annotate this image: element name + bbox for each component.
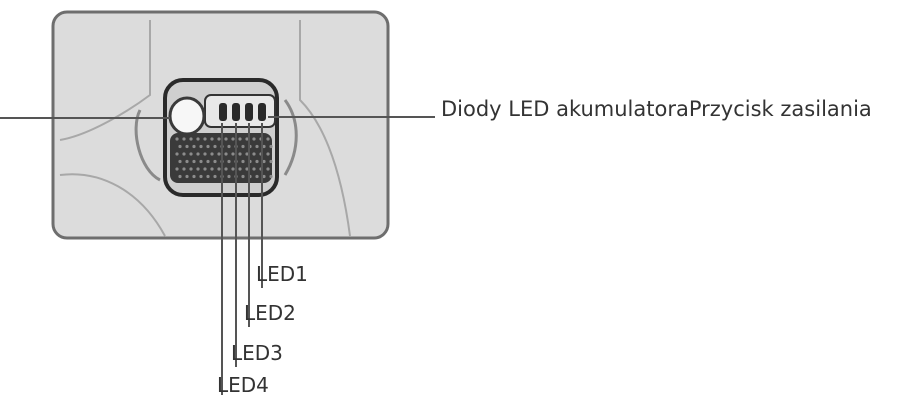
grille-dot [252, 137, 255, 140]
led-bar-4 [219, 103, 227, 121]
grille-dot [210, 167, 213, 170]
grille-dot [203, 152, 206, 155]
battery-leds-label: Diody LED akumulatora [441, 97, 689, 121]
grille-dot [210, 137, 213, 140]
grille-dot [227, 145, 230, 148]
grille-dot [178, 160, 181, 163]
grille-dot [196, 167, 199, 170]
led-bar-3 [232, 103, 240, 121]
grille-dot [266, 137, 269, 140]
grille-dot [206, 145, 209, 148]
grille-dot [210, 152, 213, 155]
grille-dot [175, 152, 178, 155]
led2-label: LED2 [244, 301, 296, 325]
grille-dot [238, 152, 241, 155]
grille-dot [227, 175, 230, 178]
grille-dot [213, 145, 216, 148]
grille-dot [185, 145, 188, 148]
grille-dot [199, 160, 202, 163]
grille-dot [178, 145, 181, 148]
grille-dot [203, 167, 206, 170]
grille-dot [182, 137, 185, 140]
led-bar-1 [258, 103, 266, 121]
grille-dot [269, 145, 272, 148]
grille-dot [252, 167, 255, 170]
grille-dot [213, 160, 216, 163]
grille-dot [231, 137, 234, 140]
grille-dot [182, 152, 185, 155]
grille-dot [192, 160, 195, 163]
grille-dot [189, 167, 192, 170]
grille-dot [269, 175, 272, 178]
grille-dot [238, 137, 241, 140]
grille-dot [199, 175, 202, 178]
grille-dot [213, 175, 216, 178]
callout-label: Diody LED akumulatoraPrzycisk zasilania [441, 97, 872, 121]
grille-dot [255, 175, 258, 178]
grille-dot [252, 152, 255, 155]
led4-label: LED4 [217, 373, 269, 397]
grille-dot [192, 175, 195, 178]
grille-dot [241, 145, 244, 148]
grille-dot [217, 152, 220, 155]
grille-dot [189, 152, 192, 155]
grille-dot [185, 160, 188, 163]
grille-dot [266, 152, 269, 155]
power-button-graphic[interactable] [170, 98, 204, 134]
grille-dot [182, 167, 185, 170]
grille-dot [203, 137, 206, 140]
grille-dot [178, 175, 181, 178]
grille-dot [175, 137, 178, 140]
grille-dot [175, 167, 178, 170]
grille-dot [227, 160, 230, 163]
grille-dot [231, 152, 234, 155]
grille-dot [255, 160, 258, 163]
led3-label: LED3 [231, 341, 283, 365]
grille-dot [266, 167, 269, 170]
grille-dot [224, 152, 227, 155]
grille-dot [192, 145, 195, 148]
grille-dot [206, 160, 209, 163]
grille-dot [196, 152, 199, 155]
grille-dot [199, 145, 202, 148]
grille-dot [217, 137, 220, 140]
grille-dot [255, 145, 258, 148]
grille-dot [185, 175, 188, 178]
led-bar-2 [245, 103, 253, 121]
power-button-label: Przycisk zasilania [689, 97, 872, 121]
grille-dot [241, 160, 244, 163]
grille-dot [217, 167, 220, 170]
grille-dot [224, 167, 227, 170]
grille-dot [231, 167, 234, 170]
grille-dot [269, 160, 272, 163]
grille-dot [241, 175, 244, 178]
grille-dot [224, 137, 227, 140]
grille-dot [189, 137, 192, 140]
led1-label: LED1 [256, 262, 308, 286]
grille-dot [196, 137, 199, 140]
grille-dot [238, 167, 241, 170]
grille-dot [206, 175, 209, 178]
